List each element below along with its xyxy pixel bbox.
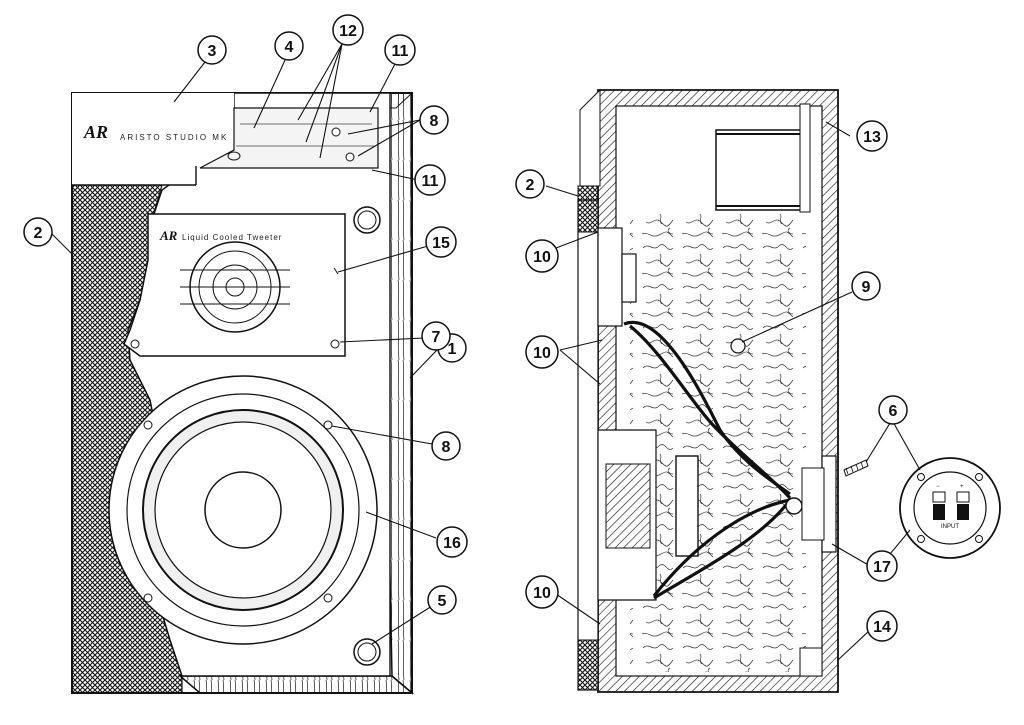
callout-15: 15 bbox=[425, 226, 457, 258]
callout-3: 3 bbox=[197, 35, 227, 65]
callout-13: 13 bbox=[856, 120, 888, 152]
svg-text:5: 5 bbox=[438, 593, 447, 610]
terminal-plus: + bbox=[960, 484, 964, 490]
callout-7-real: 7 bbox=[421, 321, 451, 351]
callout-14: 14 bbox=[866, 610, 898, 642]
svg-text:6: 6 bbox=[889, 403, 898, 420]
svg-text:8: 8 bbox=[442, 439, 451, 456]
callout-8-top: 8 bbox=[419, 105, 449, 135]
grille-cloth-side-top bbox=[577, 185, 599, 233]
callout-2-side: 2 bbox=[515, 169, 545, 199]
callout-11-bottom: 11 bbox=[414, 164, 446, 196]
callout-2-front: 2 bbox=[23, 217, 53, 247]
terminal-plate-cup bbox=[913, 471, 987, 545]
callout-10-b: 10 bbox=[525, 335, 559, 369]
tweeter-screw-right bbox=[330, 339, 340, 349]
tweeter-logo: AR bbox=[159, 228, 178, 243]
grille-frame-side bbox=[577, 199, 599, 691]
callout-8-mid: 8 bbox=[431, 431, 461, 461]
callout-10-c: 10 bbox=[525, 575, 559, 609]
svg-text:3: 3 bbox=[208, 43, 217, 60]
tweeter-screw-left bbox=[130, 339, 140, 349]
panel-screw-a bbox=[331, 127, 341, 137]
plate-screw-1 bbox=[917, 473, 925, 481]
plate-screw-3 bbox=[917, 535, 925, 543]
port-tube bbox=[715, 129, 807, 211]
terminal-input-label: INPUT bbox=[941, 524, 959, 530]
svg-text:10: 10 bbox=[533, 585, 551, 602]
svg-text:10: 10 bbox=[533, 345, 551, 362]
tweeter-wire-b bbox=[628, 324, 792, 500]
woofer-magnet-side bbox=[675, 455, 699, 557]
svg-text:12: 12 bbox=[339, 23, 357, 40]
woofer-screw-tr bbox=[323, 420, 333, 430]
plate-screw-4 bbox=[975, 535, 983, 543]
terminal-minus-clip bbox=[932, 491, 946, 503]
callout-5: 5 bbox=[427, 585, 457, 615]
svg-text:9: 9 bbox=[862, 279, 871, 296]
terminal-minus-post bbox=[933, 504, 945, 520]
woofer-dustcap bbox=[204, 471, 282, 549]
ar-logo: AR bbox=[83, 122, 108, 142]
terminal-plus-clip bbox=[956, 491, 970, 503]
top-badge-edge bbox=[579, 88, 601, 187]
callout-12: 12 bbox=[332, 14, 364, 46]
terminal-minus: − bbox=[936, 484, 940, 490]
svg-text:8: 8 bbox=[430, 113, 439, 130]
tweeter-mount-side bbox=[597, 227, 623, 327]
woofer-screw-bl bbox=[143, 593, 153, 603]
svg-text:17: 17 bbox=[873, 559, 891, 576]
panel-screw-b bbox=[345, 152, 355, 162]
svg-text:1: 1 bbox=[448, 341, 457, 358]
tweeter-label: Liquid Cooled Tweeter bbox=[182, 233, 282, 242]
svg-text:11: 11 bbox=[392, 43, 409, 60]
callout-11-top: 11 bbox=[384, 34, 416, 66]
crossover-component bbox=[730, 338, 746, 354]
control-screw-left bbox=[227, 151, 241, 161]
callout-16: 16 bbox=[436, 526, 468, 558]
tweeter-magnet-side bbox=[621, 253, 637, 303]
brand-line: ARISTO STUDIO MK bbox=[120, 133, 228, 142]
svg-text:4: 4 bbox=[285, 39, 294, 56]
woofer-wire-b bbox=[652, 498, 791, 597]
front-view: AR ARISTO STUDIO MK AR Liquid Cooled Twe… bbox=[71, 92, 415, 695]
side-section-view bbox=[577, 88, 839, 693]
control-panel-strip bbox=[199, 107, 379, 169]
terminal-plate: − + INPUT bbox=[843, 457, 1001, 559]
callout-10-a: 10 bbox=[525, 239, 559, 273]
callout-6: 6 bbox=[878, 395, 908, 425]
callouts: 1 2 2 3 4 5 6 8 8 9 10 10 10 11 11 12 13… bbox=[23, 14, 908, 642]
plate-screw-2 bbox=[975, 473, 983, 481]
woofer-cone-side bbox=[605, 463, 651, 549]
svg-text:16: 16 bbox=[443, 535, 461, 552]
callout-17: 17 bbox=[866, 550, 898, 582]
badge-band bbox=[72, 93, 234, 185]
cabinet-bottom-wood bbox=[177, 675, 415, 694]
terminal-plus-post bbox=[957, 504, 969, 520]
callout-9: 9 bbox=[851, 271, 881, 301]
svg-text:7: 7 bbox=[432, 329, 441, 346]
svg-text:10: 10 bbox=[533, 249, 551, 266]
woofer-screw-tl bbox=[143, 420, 153, 430]
svg-text:14: 14 bbox=[873, 619, 891, 636]
terminal-node bbox=[785, 497, 803, 515]
woofer-wire-a bbox=[653, 499, 792, 600]
woofer-screw-br bbox=[323, 593, 333, 603]
svg-text:2: 2 bbox=[526, 177, 535, 194]
svg-text:2: 2 bbox=[34, 225, 43, 242]
callout-4: 4 bbox=[274, 31, 304, 61]
svg-text:11: 11 bbox=[422, 173, 439, 190]
svg-text:15: 15 bbox=[432, 235, 450, 252]
grille-cloth-side-bottom bbox=[577, 639, 599, 691]
svg-text:13: 13 bbox=[863, 129, 881, 146]
leader-lines bbox=[51, 43, 921, 661]
